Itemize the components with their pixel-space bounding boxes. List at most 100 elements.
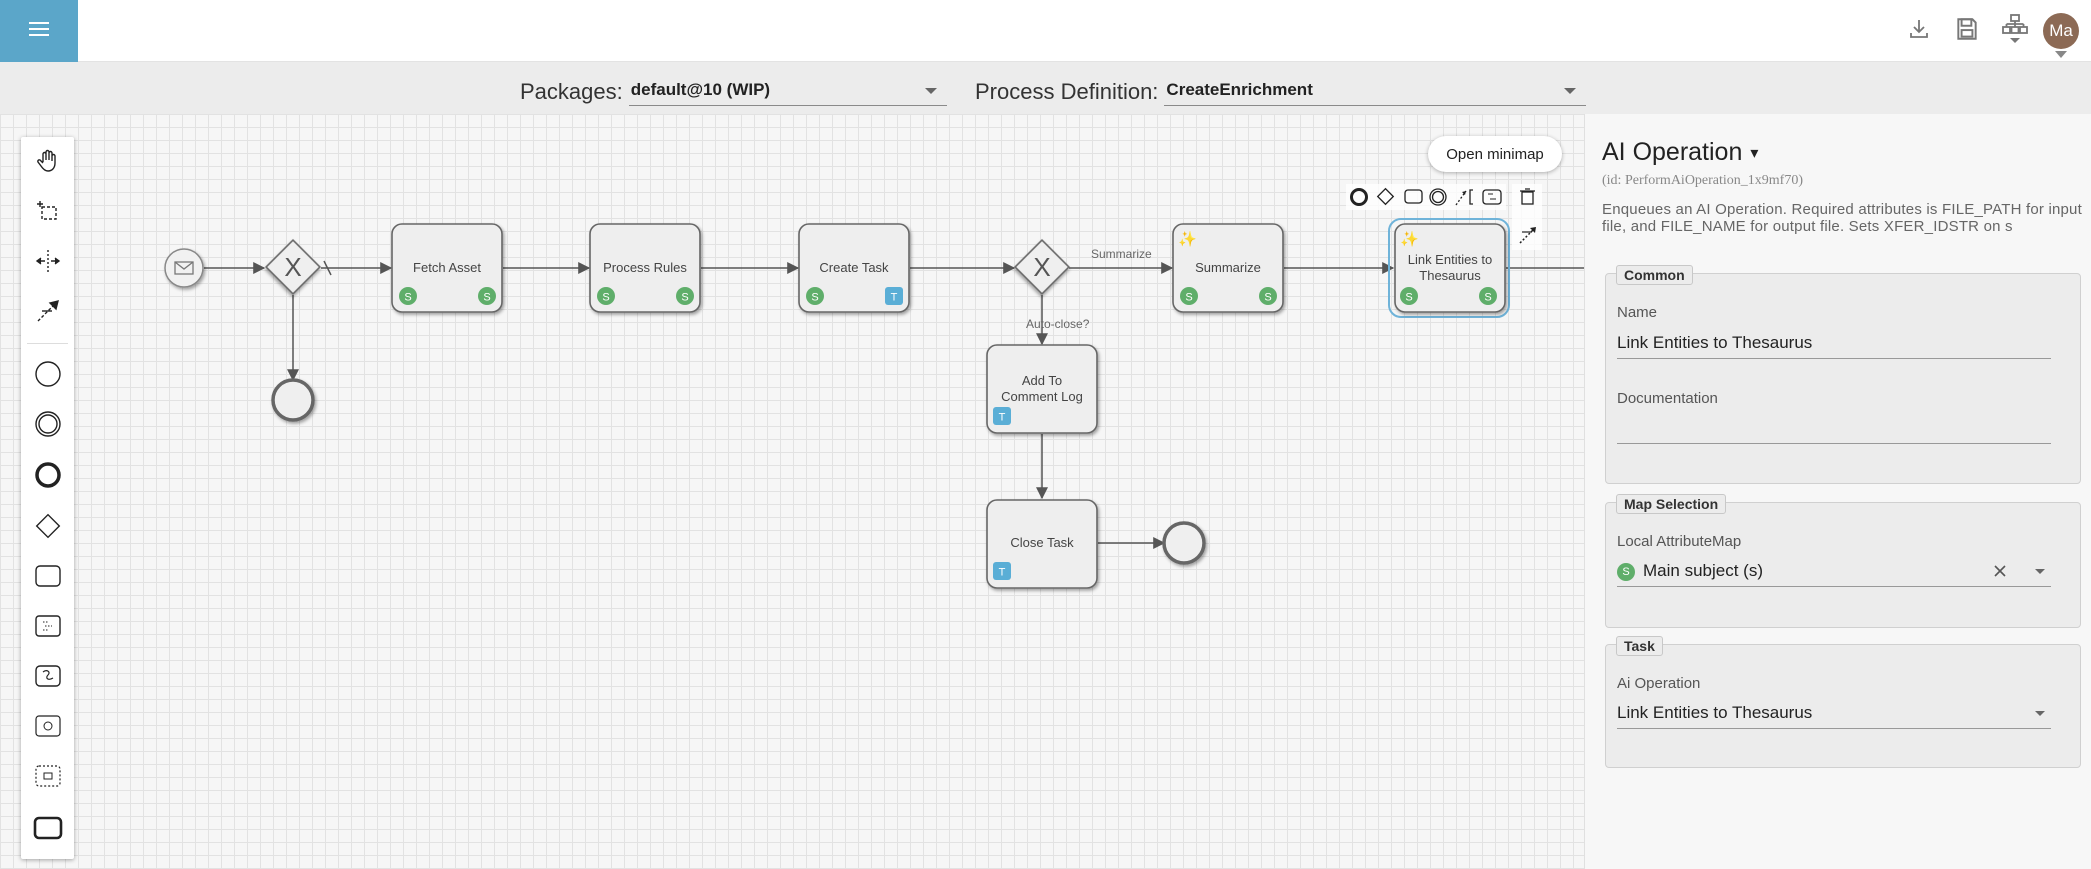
connect-tool[interactable] bbox=[21, 292, 74, 334]
replace-icon[interactable] bbox=[1482, 189, 1502, 205]
annotation-icon[interactable] bbox=[1469, 189, 1473, 205]
service-marker-icon: S bbox=[1400, 287, 1418, 305]
panel-title-text: AI Operation bbox=[1602, 138, 1743, 166]
lasso-tool[interactable] bbox=[21, 192, 74, 234]
hand-tool[interactable] bbox=[21, 142, 74, 184]
connect-tool-icon bbox=[34, 297, 62, 330]
svg-text:T: T bbox=[891, 292, 898, 304]
chevron-down-icon[interactable] bbox=[2035, 569, 2045, 574]
palette-intermediate-event[interactable] bbox=[21, 405, 74, 447]
palette-group[interactable] bbox=[21, 757, 74, 799]
group-icon bbox=[34, 762, 62, 795]
exclusive-gateway-1[interactable]: X bbox=[264, 238, 322, 296]
selection-outline bbox=[1388, 218, 1510, 318]
palette-subprocess-collapsed[interactable] bbox=[21, 607, 74, 649]
documentation-input[interactable] bbox=[1617, 414, 2051, 444]
start-message-event[interactable] bbox=[164, 248, 204, 288]
service-marker-icon: S bbox=[478, 287, 496, 305]
palette-task[interactable] bbox=[21, 557, 74, 599]
palette-subprocess-expanded[interactable] bbox=[21, 657, 74, 699]
palette-start-event[interactable] bbox=[21, 355, 74, 397]
ai-operation-select[interactable]: Link Entities to Thesaurus bbox=[1617, 699, 2051, 729]
space-tool[interactable] bbox=[21, 242, 74, 284]
packages-value: default@10 (WIP) bbox=[630, 80, 771, 99]
hierarchy-button[interactable] bbox=[1991, 0, 2039, 62]
task-add-comment-log[interactable]: Add To Comment Log T bbox=[986, 344, 1098, 434]
tool-palette bbox=[21, 137, 74, 859]
exclusive-gateway-2[interactable]: X bbox=[1013, 238, 1071, 296]
lasso-tool-icon bbox=[34, 197, 62, 230]
common-group: Common Name Link Entities to Thesaurus D… bbox=[1605, 265, 2081, 484]
svg-text:S: S bbox=[1185, 292, 1192, 304]
task-summarize[interactable]: ✨ Summarize S S bbox=[1172, 223, 1284, 313]
task-fetch-asset[interactable]: Fetch Asset S S bbox=[391, 223, 503, 313]
chevron-down-icon bbox=[2055, 51, 2067, 58]
map-selection-legend: Map Selection bbox=[1616, 494, 1727, 514]
save-icon bbox=[1954, 16, 1980, 47]
task-label-line-1: Link Entities to bbox=[1408, 252, 1493, 267]
space-tool-icon bbox=[34, 247, 62, 280]
chevron-down-icon bbox=[924, 88, 937, 94]
panel-title[interactable]: AI Operation ▾ bbox=[1602, 138, 1758, 167]
task-label: Close Task bbox=[1010, 535, 1074, 550]
data-object-icon bbox=[34, 712, 62, 745]
service-marker-icon: S bbox=[806, 287, 824, 305]
task-link-entities[interactable]: ✨ Link Entities to Thesaurus S S bbox=[1388, 218, 1510, 318]
hand-tool-icon bbox=[35, 148, 61, 179]
name-label: Name bbox=[1617, 304, 1658, 321]
packages-selector: Packages: default@10 (WIP) bbox=[520, 74, 947, 106]
default-flow-marker bbox=[323, 260, 332, 276]
subprocess-collapsed-icon bbox=[34, 612, 62, 645]
task-group: Task Ai Operation Link Entities to Thesa… bbox=[1605, 636, 2081, 768]
palette-participant[interactable] bbox=[21, 809, 74, 851]
service-marker-icon: S bbox=[399, 287, 417, 305]
avatar[interactable]: Ma bbox=[2043, 13, 2079, 58]
flow-label-summarize: Summarize bbox=[1091, 247, 1152, 261]
delete-icon[interactable] bbox=[1520, 188, 1535, 205]
palette-data-object[interactable] bbox=[21, 707, 74, 749]
context-pad bbox=[1346, 184, 1542, 250]
intermediate-event-icon[interactable] bbox=[1429, 188, 1447, 206]
task-create-task[interactable]: Create Task S T bbox=[798, 223, 910, 313]
palette-gateway[interactable] bbox=[21, 507, 74, 549]
process-definition-dropdown[interactable]: CreateEnrichment bbox=[1164, 76, 1587, 106]
task-icon[interactable] bbox=[1404, 189, 1423, 204]
gateway-icon[interactable] bbox=[1376, 187, 1395, 206]
selector-bar: Packages: default@10 (WIP) Process Defin… bbox=[0, 62, 2091, 114]
end-event-icon[interactable] bbox=[1350, 188, 1368, 206]
service-marker-icon: S bbox=[597, 287, 615, 305]
service-marker-icon: S bbox=[1479, 287, 1497, 305]
name-input[interactable]: Link Entities to Thesaurus bbox=[1617, 329, 2051, 359]
task-marker-icon: T bbox=[885, 287, 903, 305]
gateway-x-marker: X bbox=[1033, 252, 1050, 282]
svg-text:S: S bbox=[811, 292, 818, 304]
packages-dropdown[interactable]: default@10 (WIP) bbox=[628, 76, 947, 106]
connect-icon[interactable] bbox=[1455, 190, 1467, 206]
clear-icon[interactable] bbox=[1993, 557, 2007, 586]
diagram-canvas[interactable] bbox=[0, 114, 1584, 869]
svg-text:S: S bbox=[483, 292, 490, 304]
chevron-down-icon bbox=[1564, 88, 1577, 94]
ai-operation-value: Link Entities to Thesaurus bbox=[1617, 703, 1813, 722]
task-label: Summarize bbox=[1195, 260, 1261, 275]
avatar-initials: Ma bbox=[2049, 21, 2073, 40]
task-process-rules[interactable]: Process Rules S S bbox=[589, 223, 701, 313]
task-close-task[interactable]: Close Task T bbox=[986, 499, 1098, 589]
chevron-down-icon[interactable] bbox=[2035, 711, 2045, 716]
download-button[interactable] bbox=[1895, 0, 1943, 62]
open-minimap-button[interactable]: Open minimap bbox=[1428, 136, 1562, 172]
menu-button[interactable] bbox=[0, 0, 78, 62]
task-label: Process Rules bbox=[603, 260, 687, 275]
task-marker-icon: T bbox=[993, 407, 1011, 425]
hamburger-icon bbox=[29, 21, 49, 42]
participant-icon bbox=[33, 814, 63, 847]
hierarchy-icon bbox=[2001, 13, 2029, 50]
task-label: Fetch Asset bbox=[413, 260, 481, 275]
svg-text:S: S bbox=[404, 292, 411, 304]
wrench-icon[interactable] bbox=[1519, 227, 1536, 244]
palette-end-event[interactable] bbox=[21, 456, 74, 498]
end-event-2[interactable] bbox=[1162, 521, 1206, 565]
save-button[interactable] bbox=[1943, 0, 1991, 62]
end-event-1[interactable] bbox=[271, 378, 315, 422]
